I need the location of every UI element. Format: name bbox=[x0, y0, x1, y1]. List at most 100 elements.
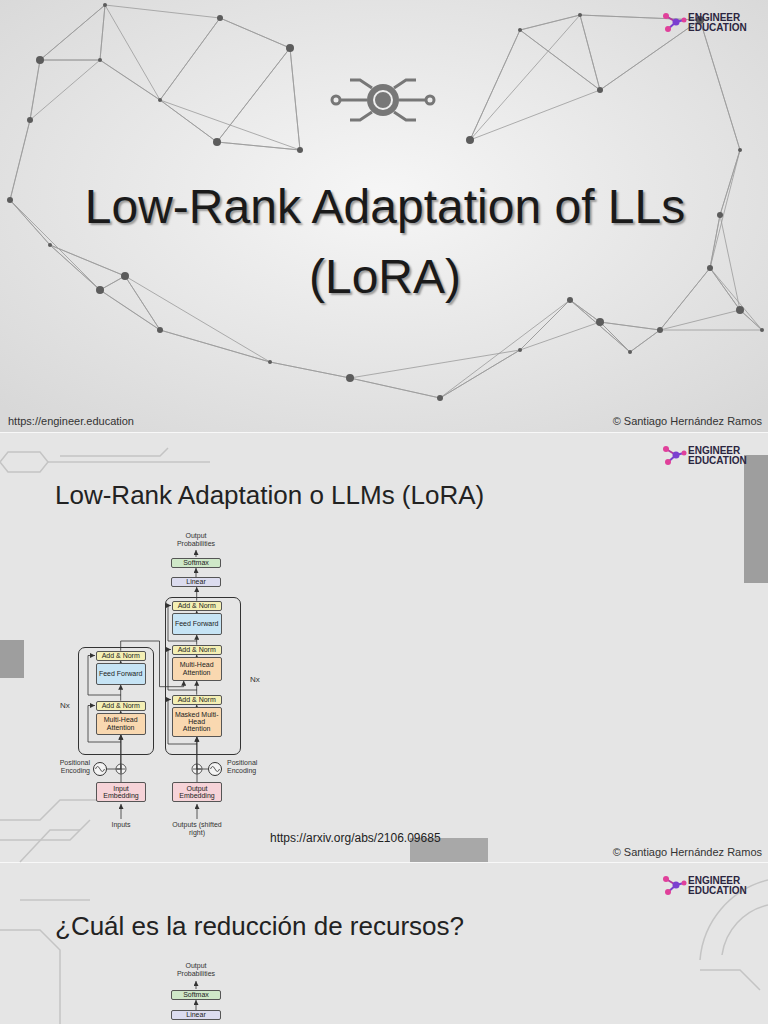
network-line bbox=[600, 322, 660, 330]
add-norm-box: Add & Norm bbox=[96, 651, 146, 661]
network-line bbox=[440, 300, 570, 398]
network-dot bbox=[48, 243, 52, 247]
network-line bbox=[440, 350, 520, 398]
network-line bbox=[350, 350, 520, 378]
copyright: © Santiago Hernández Ramos bbox=[540, 415, 762, 427]
network-line bbox=[720, 150, 740, 215]
network-line bbox=[50, 245, 125, 276]
network-line bbox=[100, 60, 160, 100]
network-line bbox=[520, 30, 600, 90]
network-dot bbox=[27, 117, 33, 123]
box-label: Feed Forward bbox=[173, 620, 221, 627]
network-line bbox=[350, 378, 440, 398]
logo-icon bbox=[663, 446, 687, 465]
network-line bbox=[570, 300, 600, 322]
network-dot bbox=[158, 98, 162, 102]
network-line bbox=[270, 362, 350, 378]
slide-ground bbox=[0, 863, 768, 1024]
network-line bbox=[600, 20, 700, 90]
logo-text: ENGINEER EDUCATION bbox=[688, 446, 758, 466]
embedding-box: Output Embedding bbox=[172, 782, 222, 802]
softmax-box: Softmax bbox=[171, 990, 221, 1000]
box-label: Masked Multi-Head Attention bbox=[173, 711, 221, 733]
network-line bbox=[10, 120, 30, 200]
network-dot bbox=[96, 286, 104, 294]
decoder-block: NxAdd & NormFeed ForwardAdd & NormMulti-… bbox=[165, 597, 241, 755]
network-line bbox=[570, 300, 630, 352]
attention-box: Masked Multi-Head Attention bbox=[172, 707, 222, 737]
copyright: © Santiago Hernández Ramos bbox=[540, 846, 762, 858]
attention-box: Multi-Head Attention bbox=[172, 657, 222, 681]
add-norm-box: Add & Norm bbox=[96, 701, 146, 711]
network-line bbox=[660, 330, 762, 331]
box-label: Output Embedding bbox=[173, 785, 221, 800]
network-line bbox=[710, 215, 720, 268]
repeat-label: Nx bbox=[250, 676, 260, 685]
network-line bbox=[100, 60, 160, 100]
embedding-box: Input Embedding bbox=[96, 782, 146, 802]
network-line bbox=[350, 378, 440, 398]
network-line bbox=[520, 322, 600, 350]
positional-encoding: Positional Encoding bbox=[93, 762, 107, 776]
network-line bbox=[220, 18, 290, 48]
network-line bbox=[30, 60, 100, 120]
network-line bbox=[710, 150, 740, 268]
network-dot bbox=[213, 138, 221, 146]
network-dot bbox=[717, 212, 723, 218]
network-line bbox=[105, 5, 220, 18]
connector bbox=[120, 685, 121, 701]
repeat-label: Nx bbox=[60, 702, 70, 711]
network-line bbox=[100, 5, 105, 60]
network-line bbox=[220, 18, 290, 48]
box-label: Linear bbox=[184, 578, 207, 585]
feed-forward-box: Feed Forward bbox=[172, 613, 222, 635]
network-dot bbox=[518, 348, 522, 352]
network-line bbox=[570, 300, 600, 322]
network-line bbox=[700, 20, 740, 150]
network-dot bbox=[36, 56, 44, 64]
network-line bbox=[740, 310, 762, 330]
network-line bbox=[30, 60, 40, 120]
network-dot bbox=[760, 328, 764, 332]
feed-forward-box: Feed Forward bbox=[96, 663, 146, 685]
network-dot bbox=[121, 272, 129, 280]
network-dot bbox=[157, 327, 163, 333]
network-line bbox=[10, 200, 50, 245]
network-line bbox=[720, 150, 740, 215]
network-line bbox=[10, 120, 30, 200]
network-line bbox=[30, 60, 40, 120]
box-label: Add & Norm bbox=[100, 652, 142, 659]
encoding-label: Positional Encoding bbox=[50, 759, 90, 774]
logo-text: ENGINEER EDUCATION bbox=[688, 13, 758, 33]
box-label: Linear bbox=[184, 1011, 207, 1018]
network-dot bbox=[596, 318, 604, 326]
linear-box: Linear bbox=[171, 1010, 221, 1020]
network-line bbox=[50, 245, 125, 276]
network-dot bbox=[518, 28, 522, 32]
connector bbox=[196, 568, 197, 577]
network-line bbox=[600, 322, 660, 330]
network-dot bbox=[268, 360, 272, 364]
network-line bbox=[100, 290, 160, 330]
network-line bbox=[710, 268, 762, 330]
network-dot bbox=[628, 350, 632, 354]
circuit-decoration bbox=[0, 448, 768, 1024]
network-line bbox=[580, 15, 600, 90]
slide-title: Low-Rank Adaptation of LLs (LoRA) bbox=[75, 172, 695, 312]
network-line bbox=[290, 48, 300, 150]
network-line bbox=[100, 5, 105, 60]
network-art bbox=[7, 3, 764, 401]
add-norm-box: Add & Norm bbox=[172, 601, 222, 611]
network-dot bbox=[7, 197, 13, 203]
network-line bbox=[520, 15, 580, 30]
slide-heading: Low-Rank Adaptation o LLMs (LoRA) bbox=[55, 480, 715, 511]
box-label: Add & Norm bbox=[176, 696, 218, 703]
network-line bbox=[160, 18, 220, 100]
softmax-box: Softmax bbox=[171, 558, 221, 568]
network-dot bbox=[578, 13, 582, 17]
connector bbox=[196, 681, 197, 695]
network-dot bbox=[437, 395, 443, 401]
add-norm-box: Add & Norm bbox=[172, 645, 222, 655]
add-norm-box: Add & Norm bbox=[172, 695, 222, 705]
